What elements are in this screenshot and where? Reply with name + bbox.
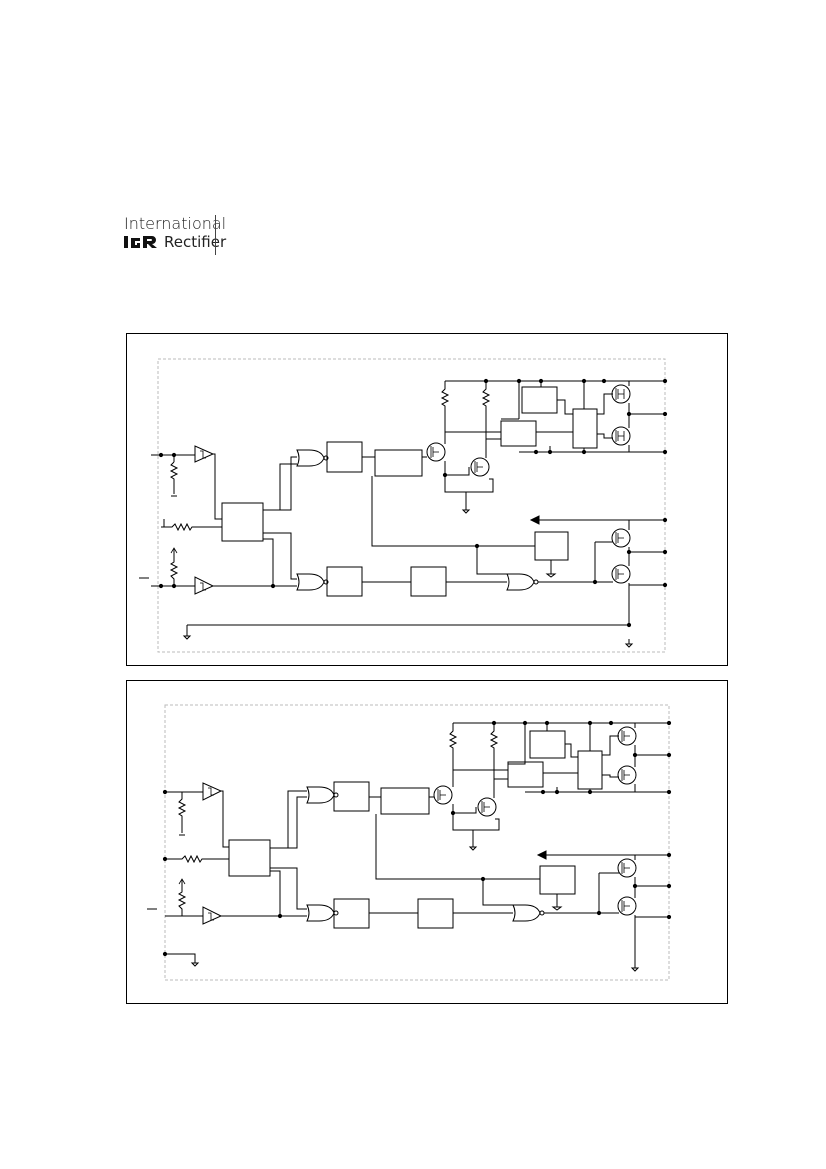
delay-block-bottom-2 — [417, 898, 454, 929]
pulse-mosfet-2 — [470, 457, 490, 477]
pullup-resistor-bottom — [169, 550, 179, 586]
schmitt-trigger-bottom — [202, 906, 223, 925]
uv-detect-block — [577, 750, 603, 790]
nor-gate-low — [512, 904, 541, 922]
nor-gate-top — [296, 449, 325, 467]
nor-gate-low — [506, 573, 535, 591]
input-resistor-middle — [165, 854, 229, 864]
input-resistor-middle — [164, 522, 222, 532]
block-diagram-2-svg — [147, 704, 672, 981]
logic-block-center — [221, 502, 264, 542]
pulse-filter-block — [380, 787, 430, 815]
schmitt-trigger-top — [202, 782, 223, 801]
lo-mosfet-bottom — [617, 896, 637, 916]
schmitt-trigger-bottom — [194, 576, 215, 595]
hi-mosfet-top — [611, 384, 631, 404]
pulse-filter-block — [374, 449, 423, 477]
delay-block-bottom — [326, 566, 363, 597]
pulse-resistor-2 — [481, 381, 491, 439]
vs-undervoltage-block — [534, 531, 569, 561]
delay-block-bottom — [333, 898, 370, 929]
block-diagram-1-svg — [139, 358, 668, 653]
level-shift-block-top — [333, 781, 370, 812]
pulse-mosfet-1 — [433, 785, 453, 805]
pulse-resistor-2 — [489, 723, 499, 779]
dv-dt-filter-block — [529, 730, 566, 759]
logo-divider — [215, 215, 216, 255]
pulldown-resistor-top — [169, 455, 179, 497]
nor-gate-bottom — [296, 573, 325, 591]
pulldown-resistor-top — [177, 792, 187, 836]
pulse-resistor-1 — [448, 723, 458, 770]
latch-block — [507, 761, 544, 788]
ic-boundary — [164, 704, 670, 981]
delay-block-bottom-2 — [410, 566, 447, 597]
pulse-mosfet-1 — [426, 442, 446, 462]
logo-text-international: International — [124, 214, 227, 233]
logo-row: Rectifier — [124, 233, 227, 251]
pulse-resistor-1 — [440, 381, 450, 432]
hi-mosfet-bottom — [611, 426, 631, 446]
block-diagram-1 — [126, 333, 728, 666]
pulse-mosfet-2 — [477, 797, 497, 817]
level-shift-block-top — [326, 441, 363, 473]
hi-mosfet-bottom — [617, 765, 637, 785]
ic-boundary — [157, 358, 666, 653]
schmitt-trigger-top — [194, 445, 215, 463]
lo-mosfet-bottom — [611, 564, 631, 584]
block-diagram-2 — [126, 680, 728, 1004]
logic-block-center — [228, 839, 271, 877]
nor-gate-bottom — [306, 904, 335, 922]
lo-mosfet-top — [617, 858, 637, 878]
logo-text-rectifier: Rectifier — [164, 233, 227, 251]
pullup-resistor-bottom — [177, 881, 187, 916]
hi-mosfet-top — [617, 726, 637, 746]
uv-detect-block — [572, 408, 598, 449]
latch-block — [500, 420, 537, 447]
vs-undervoltage-block — [539, 865, 576, 895]
company-logo: International Rectifier — [124, 214, 227, 255]
igr-logo-mark-icon — [124, 236, 157, 248]
lo-mosfet-top — [611, 528, 631, 548]
dv-dt-filter-block — [521, 386, 558, 414]
nor-gate-top — [306, 786, 335, 804]
